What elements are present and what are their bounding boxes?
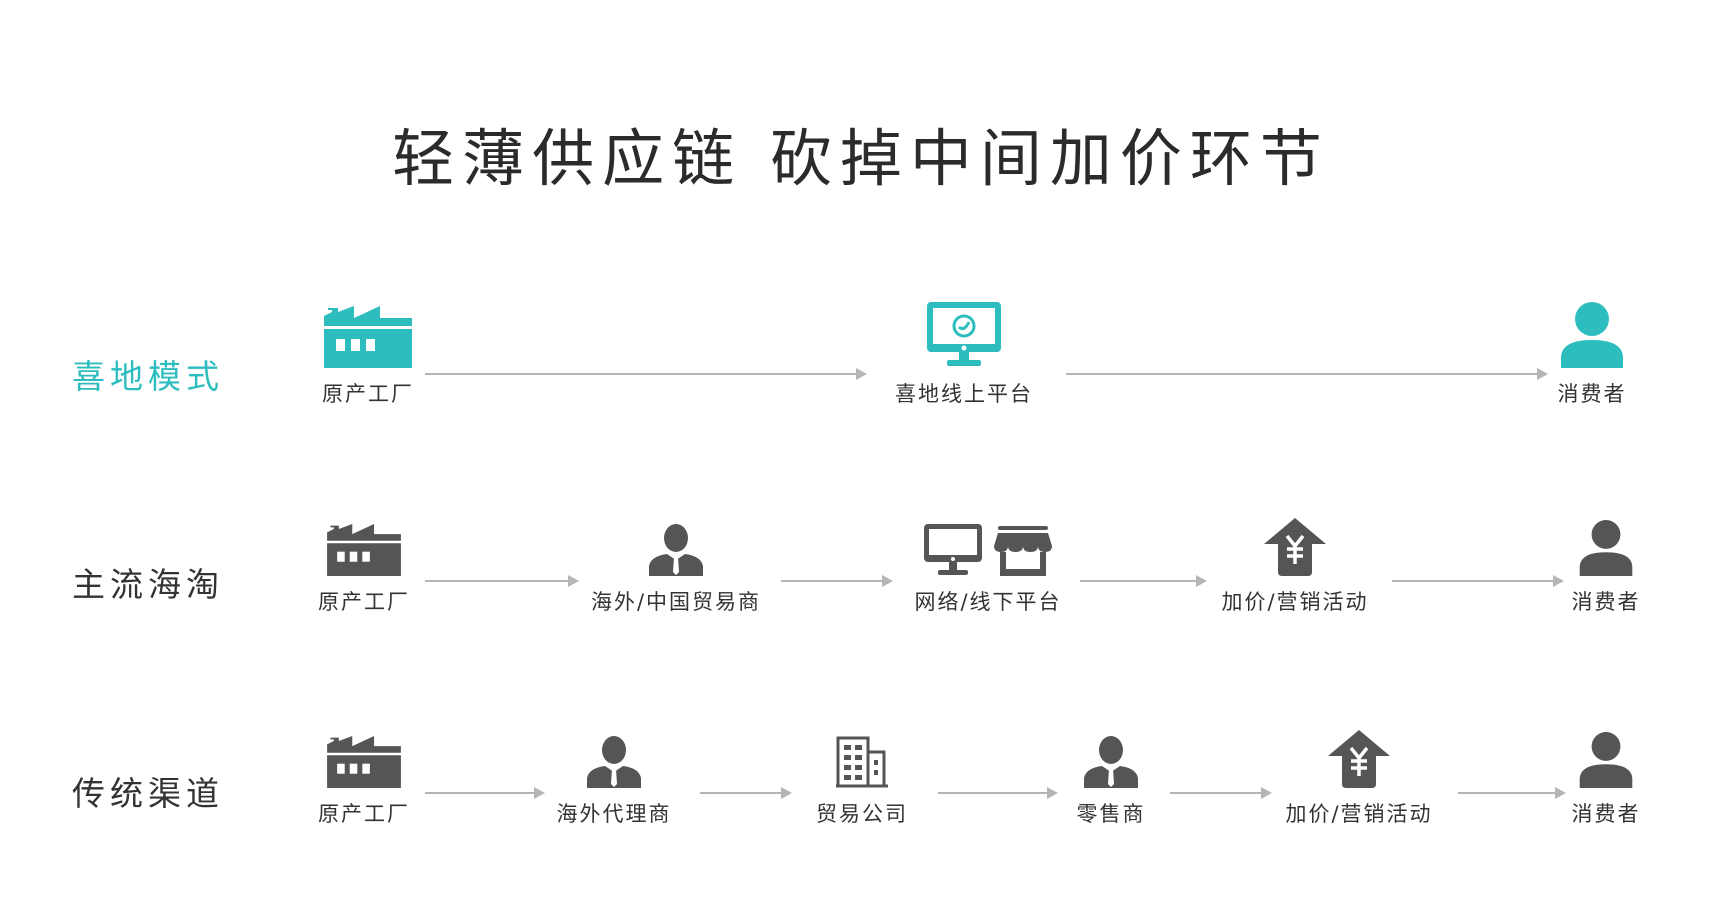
node-label: 原产工厂 — [318, 802, 410, 826]
node-markup-marketing: 加价/营销活动 — [1195, 506, 1395, 616]
store-icon — [994, 526, 1052, 576]
person-icon — [1492, 298, 1692, 368]
building-icon — [762, 718, 962, 788]
monitor-icon — [924, 524, 982, 575]
factory-icon — [264, 506, 464, 576]
node-label: 喜地线上平台 — [895, 382, 1033, 406]
yen-up-arrow-icon — [1195, 506, 1395, 576]
node-label: 零售商 — [1076, 802, 1146, 826]
node-label: 消费者 — [1557, 382, 1627, 406]
node-label: 加价/营销活动 — [1285, 802, 1433, 826]
row-label-mainstream: 主流海淘 — [72, 565, 224, 604]
person-icon — [1506, 718, 1706, 788]
node-label: 原产工厂 — [322, 382, 414, 406]
node-consumer: 消费者 — [1506, 718, 1706, 828]
flow-arrow — [1170, 787, 1272, 799]
person-icon — [1506, 506, 1706, 576]
node-trading-company: 贸易公司 — [762, 718, 962, 828]
factory-icon — [264, 718, 464, 788]
flow-arrow — [425, 787, 545, 799]
node-label: 海外/中国贸易商 — [590, 590, 762, 614]
flow-arrow — [781, 575, 893, 587]
node-factory: 原产工厂 — [264, 718, 464, 828]
page-title: 轻薄供应链 砍掉中间加价环节 — [392, 122, 1330, 195]
businessman-icon — [1011, 718, 1211, 788]
flow-arrow — [938, 787, 1058, 799]
node-label: 消费者 — [1571, 590, 1641, 614]
node-label: 贸易公司 — [816, 802, 908, 826]
yen-up-arrow-icon — [1259, 718, 1459, 788]
row-label-traditional: 传统渠道 — [72, 774, 224, 813]
row-label-xidi: 喜地模式 — [72, 357, 224, 396]
businessman-icon — [514, 718, 714, 788]
factory-icon — [268, 298, 468, 368]
flow-arrow — [700, 787, 792, 799]
node-consumer: 消费者 — [1492, 298, 1692, 408]
monitor-logo-icon — [864, 298, 1064, 368]
flow-arrow — [1080, 575, 1207, 587]
flow-arrow — [425, 368, 867, 380]
node-factory: 原产工厂 — [268, 298, 468, 408]
flow-arrow — [1066, 368, 1548, 380]
node-label: 消费者 — [1571, 802, 1641, 826]
node-consumer: 消费者 — [1506, 506, 1706, 616]
node-label: 海外代理商 — [556, 802, 672, 826]
node-retailer: 零售商 — [1011, 718, 1211, 828]
node-label: 加价/营销活动 — [1221, 590, 1369, 614]
node-label: 网络/线下平台 — [914, 590, 1062, 614]
node-trader: 海外/中国贸易商 — [576, 506, 776, 616]
flow-arrow — [425, 575, 579, 587]
node-overseas-agent: 海外代理商 — [514, 718, 714, 828]
node-online-offline-platform: 网络/线下平台 — [888, 506, 1088, 616]
node-markup-marketing: 加价/营销活动 — [1259, 718, 1459, 828]
node-label: 原产工厂 — [318, 590, 410, 614]
businessman-icon — [576, 506, 776, 576]
flow-arrow — [1458, 787, 1566, 799]
node-factory: 原产工厂 — [264, 506, 464, 616]
flow-arrow — [1392, 575, 1564, 587]
node-xidi-platform: 喜地线上平台 — [864, 298, 1064, 408]
